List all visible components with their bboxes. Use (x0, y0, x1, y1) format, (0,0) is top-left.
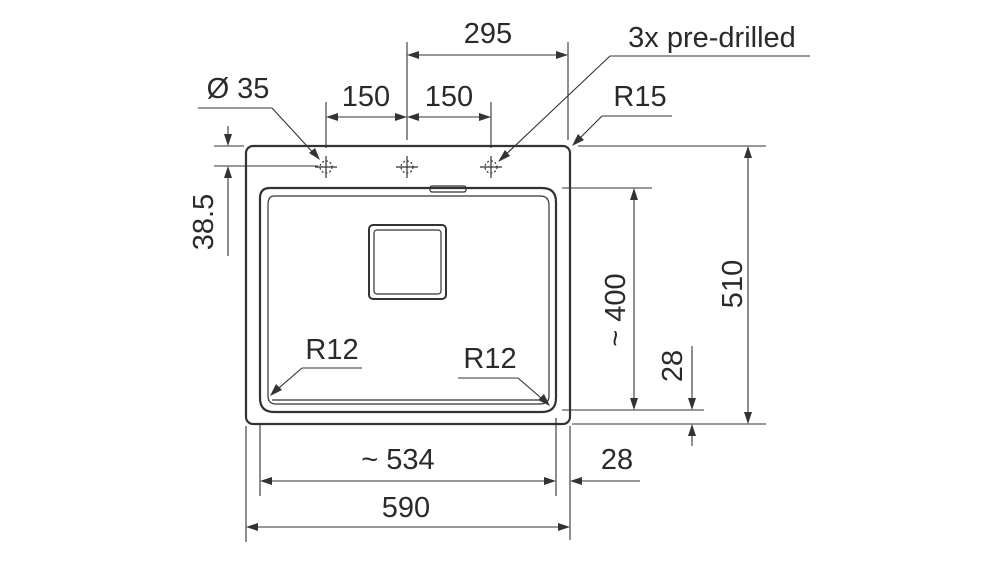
dimension-150-right-label: 150 (425, 81, 473, 113)
dimension-295-label: 295 (464, 18, 512, 50)
pre-drilled-label: 3x pre-drilled (628, 22, 796, 54)
dimension-38-5-label: 38.5 (188, 194, 220, 250)
r12-left-label: R12 (305, 334, 358, 366)
dimension-150-left-label: 150 (342, 81, 390, 113)
dimension-28-vertical-label: 28 (657, 350, 689, 382)
dimension-510 (572, 145, 766, 425)
dimension-295 (406, 42, 569, 140)
dimension-28-vertical (688, 346, 696, 446)
sink-outer-outline (244, 144, 572, 426)
drain-square (368, 224, 447, 300)
dimension-534-label: ~ 534 (361, 444, 434, 476)
r12-right-label: R12 (463, 343, 516, 375)
dimension-400-label: ~ 400 (600, 273, 632, 346)
dimension-38-5 (214, 126, 318, 256)
dimension-150-150 (325, 102, 492, 148)
r15-leader (572, 115, 672, 146)
r15-label: R15 (613, 81, 666, 113)
dimension-590-label: 590 (382, 492, 430, 524)
diameter-leader (198, 107, 320, 160)
r12-right-leader (458, 377, 550, 406)
diameter-label: Ø 35 (207, 73, 270, 105)
dimension-534 (259, 418, 557, 496)
dimension-400 (562, 187, 704, 411)
tap-hole-center (396, 156, 418, 178)
pre-drilled-leader (498, 55, 810, 162)
tap-hole-left (315, 156, 337, 178)
dimension-510-label: 510 (717, 260, 749, 308)
sink-bowl (258, 186, 558, 414)
r12-left-leader (270, 367, 362, 396)
overflow-slot (429, 185, 467, 193)
tap-hole-right (480, 156, 502, 178)
dimension-590 (245, 426, 570, 542)
dimension-28-horizontal (569, 426, 640, 540)
dimension-28-horizontal-label: 28 (601, 444, 633, 476)
